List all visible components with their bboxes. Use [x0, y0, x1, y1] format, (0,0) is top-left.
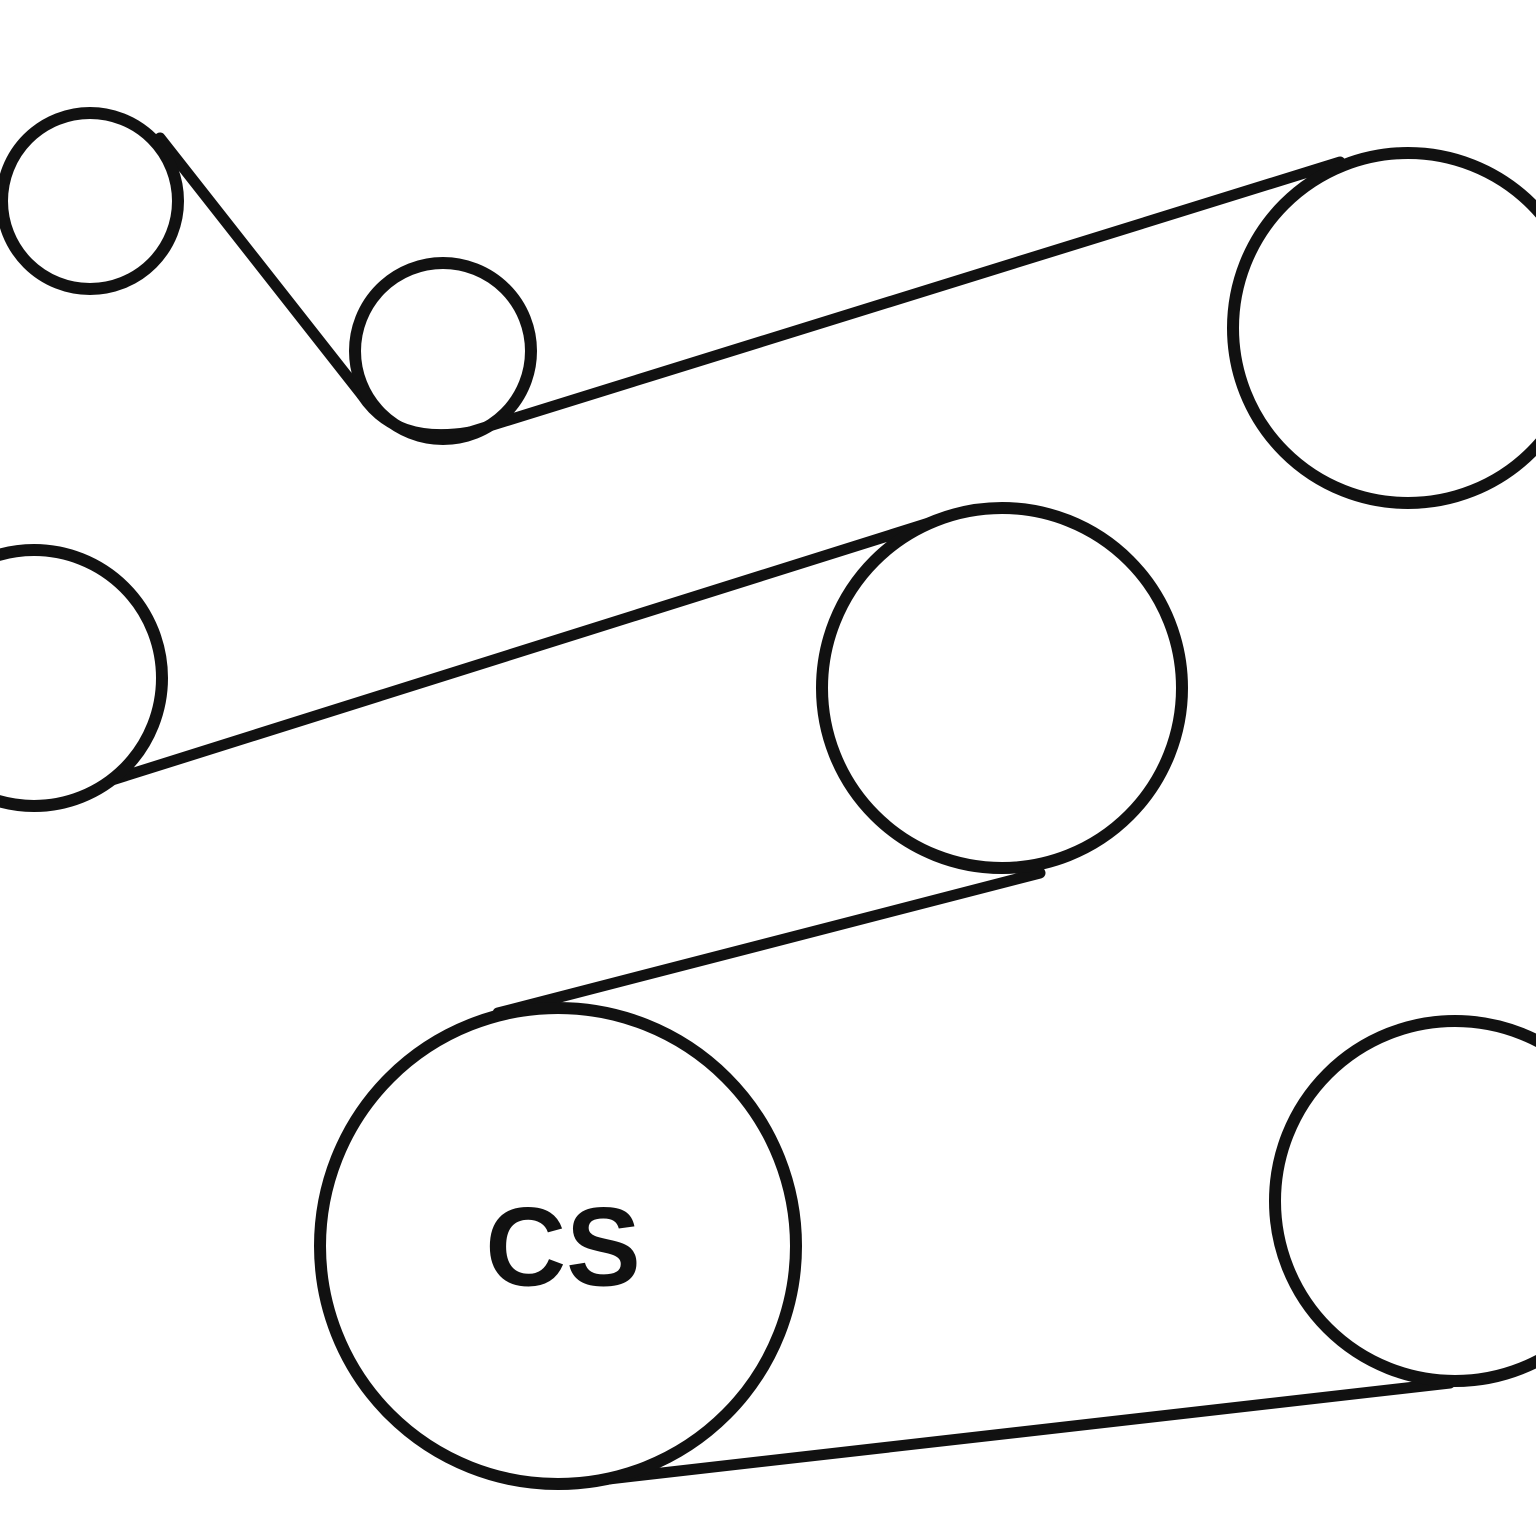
- pulley-bottom-right: [1269, 1015, 1536, 1387]
- crankshaft-label: CS: [485, 1185, 641, 1310]
- pulleys: [0, 107, 1536, 1490]
- pulley-top-right: [1227, 147, 1536, 509]
- pulley-crankshaft: [314, 1002, 802, 1490]
- belt-segment-center-to-crankshaft: [492, 867, 1046, 1019]
- pulley-top-left: [0, 107, 184, 295]
- pulley-idler: [349, 257, 537, 445]
- pulley-mid-left: [0, 544, 168, 812]
- belt-segment-idler-to-top-right: [464, 156, 1346, 438]
- belt-segment-top-left-to-idler: [154, 132, 368, 401]
- pulley-center: [816, 502, 1188, 874]
- belt-segment-mid-left-to-center: [106, 516, 938, 786]
- belt: [106, 132, 1456, 1486]
- belt-segment-crankshaft-to-bottom-right: [594, 1377, 1456, 1486]
